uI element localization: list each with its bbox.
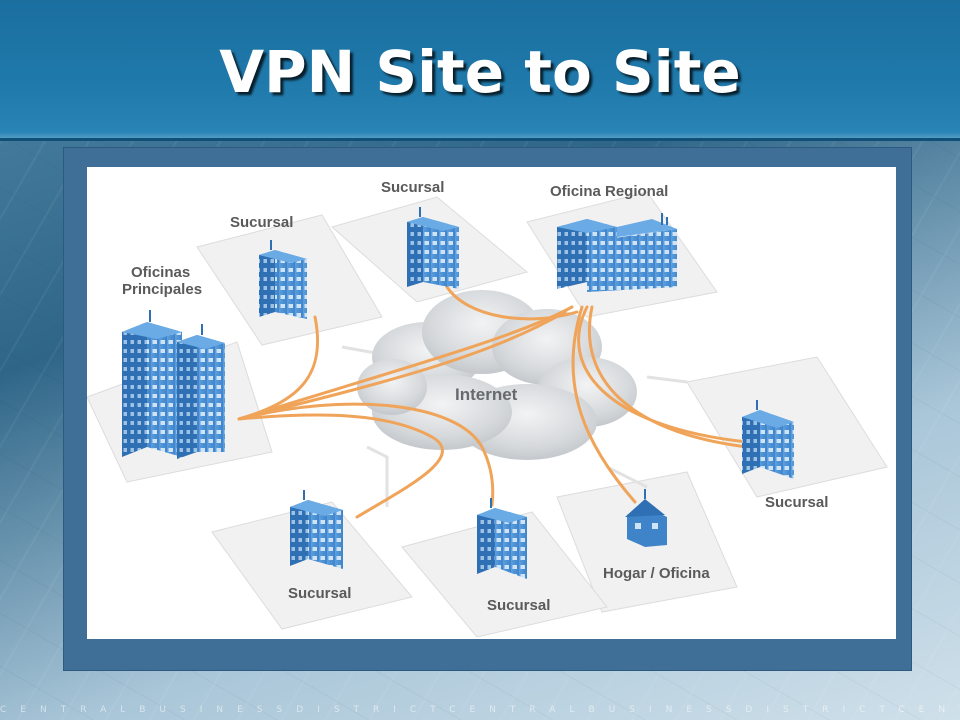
branch-right-label: Sucursal [765,494,828,511]
building-branch-top-left [259,240,307,319]
branch-bottom-left-label: Sucursal [288,585,351,602]
building-home-office [625,489,667,547]
branch-top-center-label: Sucursal [381,179,444,196]
footer-watermark: CENTRALBUSINESSDISTRICTCENTRALBUSINESSDI… [0,705,960,715]
building-branch-top-center [407,207,459,289]
tunnel-main-to-bottomleft [237,413,444,519]
tunnel-main-to-topcenter [237,310,567,421]
building-regional-office [557,213,677,292]
tunnel-regional-to-right [577,305,749,444]
tunnel-regional-to-home [571,305,637,504]
building-branch-bottom-center [477,498,527,579]
title-bar: VPN Site to Site [0,0,960,141]
main-office-label-line1: Oficinas [131,264,190,281]
tunnel-main-to-bottomcenter [237,402,495,507]
cloud-label: Internet [455,385,518,404]
regional-office-label: Oficina Regional [550,183,668,200]
building-branch-bottom-left [290,490,343,569]
building-branch-right [742,400,794,479]
main-office-label-line2: Principales [122,281,202,298]
branch-bottom-center-label: Sucursal [487,597,550,614]
slide-title: VPN Site to Site [219,38,741,106]
building-main-office [122,310,225,459]
home-office-label: Hogar / Oficina [603,565,710,582]
branch-top-left-label: Sucursal [230,214,293,231]
tunnel-regional-to-right-2 [587,305,749,449]
network-diagram: Internet Oficinas Principales [86,179,888,638]
vpn-connections [237,285,749,519]
tunnel-topcenter-to-regional [445,285,579,321]
diagram-canvas: Internet Oficinas Principales [86,167,896,639]
